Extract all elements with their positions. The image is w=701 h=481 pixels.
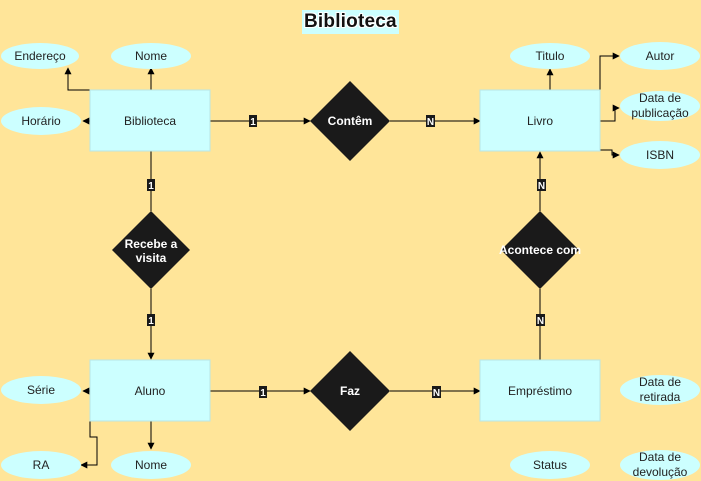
entity-biblioteca[interactable]: Biblioteca [89,89,211,152]
attribute-label: ISBN [646,148,674,162]
cardinality-label: N [538,181,545,192]
attribute-label: RA [33,458,50,472]
attribute-label-2: devolução [633,465,688,479]
cardinality-faz-emprestimo: N [432,386,441,399]
attribute-emprestimo-data-devolucao[interactable]: Data de devolução [620,450,700,480]
relationship-acontece-com[interactable]: Acontece com [499,211,581,289]
attribute-livro-isbn[interactable]: ISBN [620,141,700,169]
relationship-recebe-visita[interactable]: Recebe a visita [112,211,190,289]
cardinality-contem-livro: N [426,115,435,128]
attribute-label-2: retirada [640,390,681,404]
cardinality-label: 1 [148,316,154,327]
attribute-livro-data-publicacao[interactable]: Data de publicação [620,91,700,121]
cardinality-recebe-aluno: 1 [147,314,155,327]
cardinality-label: 1 [260,388,266,399]
attribute-biblioteca-horario[interactable]: Horário [1,107,81,135]
attribute-emprestimo-status[interactable]: Status [510,451,590,479]
cardinality-biblioteca-contem: 1 [249,115,257,128]
diagram-title-text: Biblioteca [304,11,397,32]
cardinality-label: 1 [250,117,256,128]
edge-livro-isbn [600,149,620,159]
relationship-contem-label: Contêm [328,114,373,128]
attribute-livro-titulo[interactable]: Titulo [510,43,590,69]
attribute-label: Nome [135,49,167,63]
attribute-label: Autor [646,49,675,63]
attribute-label: Nome [135,458,167,472]
relationship-faz[interactable]: Faz [310,351,390,431]
cardinality-aluno-faz: 1 [259,386,267,399]
cardinality-label: 1 [148,181,154,192]
relationship-faz-label: Faz [340,384,360,398]
attribute-label: Série [27,383,55,397]
attribute-label: Endereço [14,49,66,63]
diagram-title: Biblioteca [302,10,399,34]
entity-aluno-label: Aluno [135,384,166,398]
attribute-biblioteca-nome[interactable]: Nome [111,43,191,69]
attribute-label: Status [533,458,567,472]
attribute-label-2: publicação [631,106,689,120]
attribute-label: Horário [21,114,61,128]
relationship-contem[interactable]: Contêm [310,81,390,161]
entity-emprestimo-label: Empréstimo [508,384,572,398]
entity-livro-label: Livro [527,114,553,128]
attribute-aluno-serie[interactable]: Série [1,376,81,404]
relationship-acontece-label: Acontece com [499,243,581,257]
attribute-label-1: Data de [639,450,681,464]
relationship-recebe-label-1: Recebe a [125,237,178,251]
edge-livro-data-publicacao [600,104,620,122]
attribute-label-1: Data de [639,91,681,105]
edge-livro-autor [599,52,620,90]
cardinality-label: N [433,388,440,399]
attribute-biblioteca-endereco[interactable]: Endereço [1,43,79,69]
edge-biblioteca-endereco [64,67,90,91]
cardinality-label: N [537,316,544,327]
attribute-label-1: Data de [639,375,681,389]
attribute-emprestimo-data-retirada[interactable]: Data de retirada [620,375,700,405]
edge-aluno-ra [80,421,98,469]
cardinality-biblioteca-recebe: 1 [147,179,155,192]
attribute-livro-autor[interactable]: Autor [620,42,700,70]
attribute-aluno-nome[interactable]: Nome [111,451,191,479]
entity-biblioteca-label: Biblioteca [124,114,176,128]
cardinality-emprestimo-acontece: N [536,314,545,327]
attribute-label: Titulo [536,49,565,63]
entity-aluno[interactable]: Aluno [89,359,211,422]
entity-emprestimo[interactable]: Empréstimo [479,359,601,422]
relationship-recebe-label-2: visita [136,251,167,265]
cardinality-acontece-livro: N [537,179,546,192]
entity-livro[interactable]: Livro [479,89,601,152]
attribute-aluno-ra[interactable]: RA [1,451,81,479]
cardinality-label: N [427,117,434,128]
